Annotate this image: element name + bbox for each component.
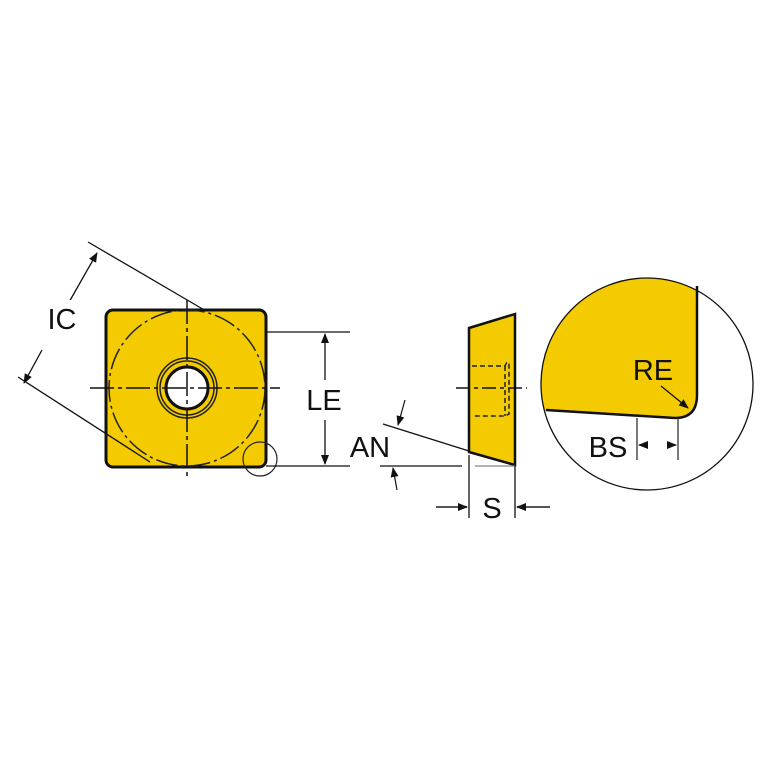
top-view xyxy=(90,300,280,477)
corner-detail-view: RE BS xyxy=(540,277,754,491)
detail-insert-edge xyxy=(545,286,699,420)
bs-label: BS xyxy=(589,432,628,464)
ic-dimension: IC xyxy=(17,241,207,463)
s-dimension: S xyxy=(436,455,550,525)
hole-hidden-lines xyxy=(472,360,510,417)
le-dimension: LE xyxy=(266,331,350,467)
re-arrow xyxy=(660,385,689,409)
detail-circle xyxy=(540,277,754,491)
an-label: AN xyxy=(350,432,390,464)
corner-detail-marker xyxy=(242,441,278,477)
ic-label: IC xyxy=(48,304,77,336)
s-label: S xyxy=(482,493,501,525)
le-label: LE xyxy=(306,385,341,417)
re-label: RE xyxy=(633,355,673,387)
side-view xyxy=(456,312,527,467)
insert-side-body xyxy=(467,312,517,467)
an-dimension: AN xyxy=(348,399,515,491)
detail-insert-fill xyxy=(541,278,697,418)
